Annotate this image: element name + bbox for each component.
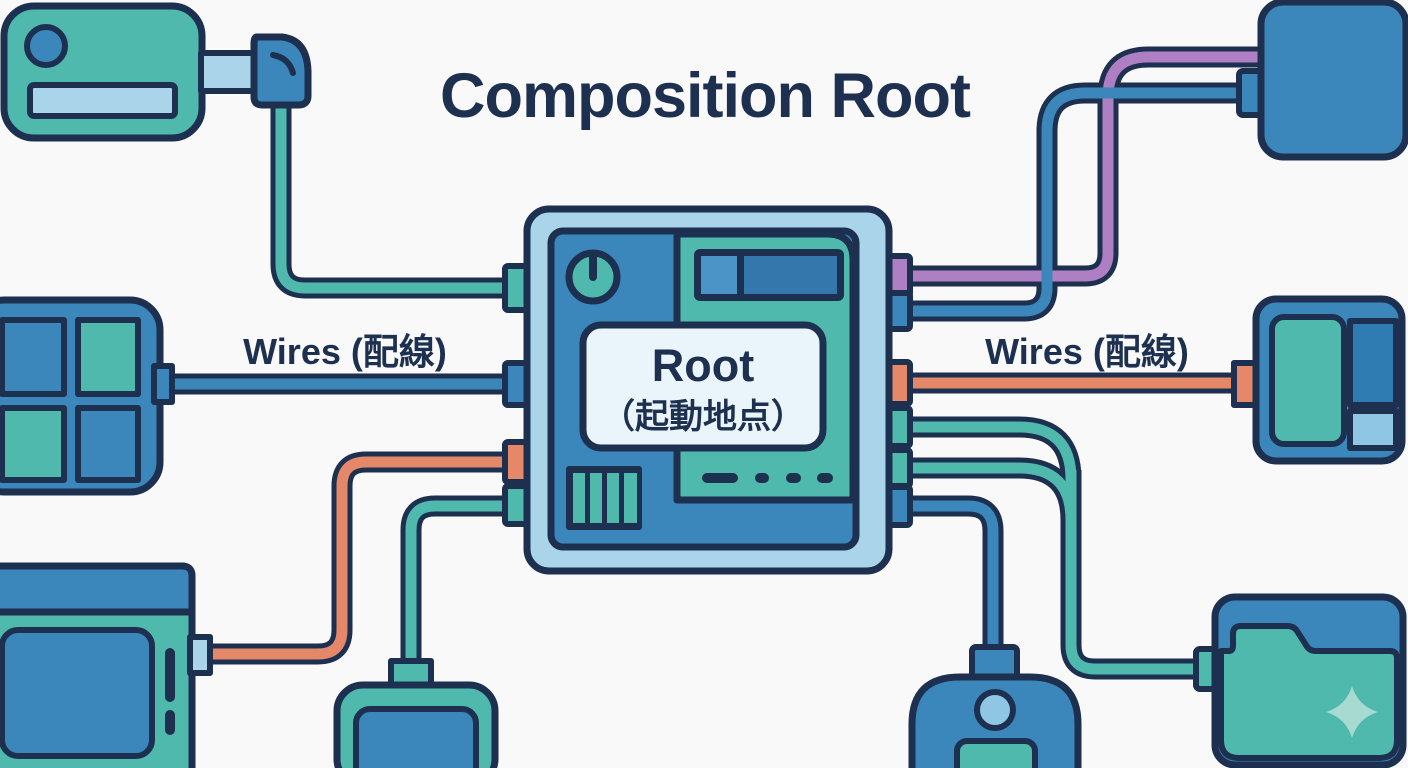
window-pane-bottom-left bbox=[0, 405, 67, 483]
wires-label-right: Wires (配線) bbox=[985, 331, 1189, 372]
wire-blue-topright bbox=[903, 87, 1246, 317]
window-pane-top-left bbox=[0, 317, 67, 397]
user-device bbox=[908, 644, 1082, 768]
root-label-line2: （起動地点） bbox=[601, 397, 805, 436]
toggle-switch-icon bbox=[694, 249, 844, 301]
monitor-screen bbox=[0, 627, 155, 759]
barcode-bar bbox=[573, 473, 585, 523]
wire-teal-topleft bbox=[275, 103, 513, 294]
page-title: Composition Root bbox=[440, 61, 971, 131]
window-pane-bottom-right bbox=[75, 405, 141, 483]
wires-label-left: Wires (配線) bbox=[243, 331, 447, 372]
box-device-top-right bbox=[1236, 0, 1408, 161]
card-connector-stub bbox=[198, 50, 257, 94]
window-grid-stub bbox=[151, 363, 175, 405]
wire-cores bbox=[160, 51, 1266, 675]
wire-blue-to-user bbox=[903, 500, 999, 660]
wire-teal-to-folder bbox=[1065, 470, 1207, 675]
pipe-elbow-highlight bbox=[270, 52, 296, 76]
dash-indicator-icons bbox=[702, 473, 833, 483]
root-label-line1: Root bbox=[652, 340, 754, 391]
dash-icon bbox=[817, 473, 833, 483]
monitor-device bbox=[0, 562, 213, 768]
barcode-bar bbox=[607, 473, 619, 523]
panel-teal-screen bbox=[1269, 314, 1347, 447]
wire-orange-bottomleft bbox=[206, 456, 513, 660]
card-slot-bar bbox=[27, 82, 178, 119]
window-pane-top-right bbox=[75, 317, 141, 397]
dash-icon bbox=[786, 473, 801, 483]
toggle-cell-left bbox=[701, 256, 737, 294]
pipe-elbow-icon bbox=[250, 33, 312, 109]
box-body bbox=[1257, 0, 1408, 161]
gadget-screen bbox=[353, 706, 479, 768]
dash-icon bbox=[702, 473, 738, 483]
dash-icon bbox=[755, 473, 769, 483]
window-grid-device bbox=[0, 296, 175, 496]
monitor-dash-long bbox=[165, 648, 175, 702]
card-dot-icon bbox=[24, 24, 68, 68]
user-head-icon bbox=[974, 689, 1016, 731]
composition-root-box: Root （起動地点） bbox=[502, 205, 913, 575]
barcode-icon bbox=[566, 466, 642, 530]
monitor-dash-short bbox=[165, 710, 175, 735]
panel-device bbox=[1231, 295, 1406, 465]
panel-blue-tile bbox=[1347, 318, 1399, 408]
wire-teal-bottomleft bbox=[405, 500, 513, 670]
root-label-plate bbox=[579, 321, 827, 452]
monitor-top-band bbox=[0, 562, 196, 616]
user-badge bbox=[954, 738, 1038, 768]
sparkle-icon bbox=[1326, 686, 1378, 738]
panel-light-tile bbox=[1347, 408, 1399, 451]
monitor-stub bbox=[187, 634, 213, 676]
barcode-bar bbox=[624, 473, 637, 523]
gadget-device bbox=[333, 658, 499, 768]
barcode-bar bbox=[590, 473, 602, 523]
card-module-device bbox=[0, 2, 312, 142]
folder-device bbox=[1193, 593, 1407, 768]
toggle-cell-right bbox=[744, 256, 837, 294]
